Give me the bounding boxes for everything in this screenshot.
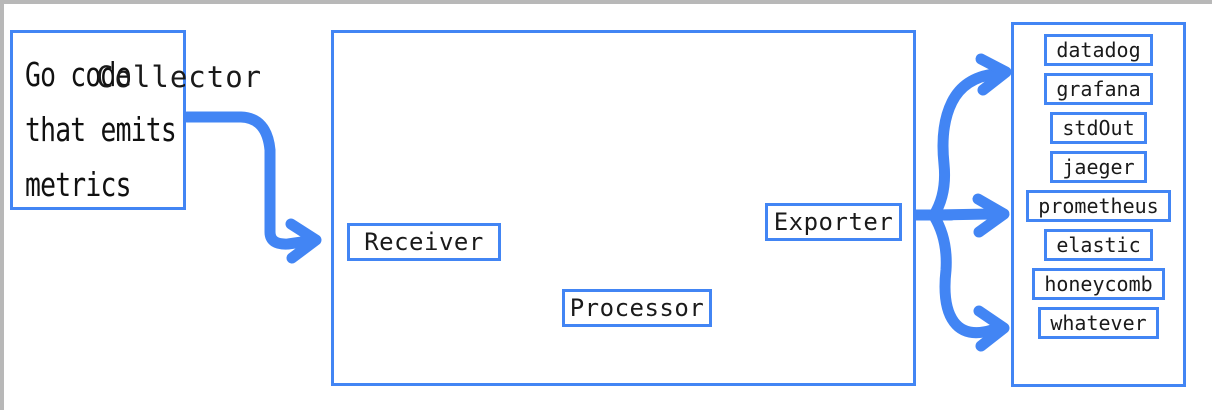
collector-title: Collector [96, 60, 263, 94]
go-code-source-box: Go code that emits metrics [10, 30, 186, 210]
arrowhead-source-to-receiver [285, 218, 322, 264]
arrow-branch-middle [928, 208, 998, 221]
destinations-list: datadog grafana stdOut jaeger prometheus… [1011, 22, 1186, 387]
destination-item: stdOut [1050, 112, 1147, 144]
destination-item: jaeger [1050, 151, 1147, 183]
destination-item: prometheus [1026, 190, 1171, 222]
exporter-node: Exporter [765, 203, 902, 241]
arrowhead-branch-middle [972, 193, 1010, 238]
source-line-3: metrics [25, 165, 131, 204]
destination-item: whatever [1038, 307, 1159, 339]
arrowhead-branch-top [975, 53, 1012, 96]
arrow-branch-top [928, 68, 1000, 221]
destination-item: datadog [1044, 34, 1153, 66]
arrow-source-to-receiver [181, 111, 315, 250]
destination-item: elastic [1044, 229, 1153, 261]
destination-item: honeycomb [1032, 268, 1165, 300]
receiver-node: Receiver [347, 223, 501, 261]
destination-item: grafana [1044, 73, 1153, 105]
arrow-branch-bottom [928, 210, 998, 339]
source-line-2: that emits [25, 110, 177, 149]
source-line-1: Go code [25, 55, 131, 94]
arrowhead-branch-bottom [973, 305, 1010, 352]
processor-node: Processor [562, 289, 712, 327]
